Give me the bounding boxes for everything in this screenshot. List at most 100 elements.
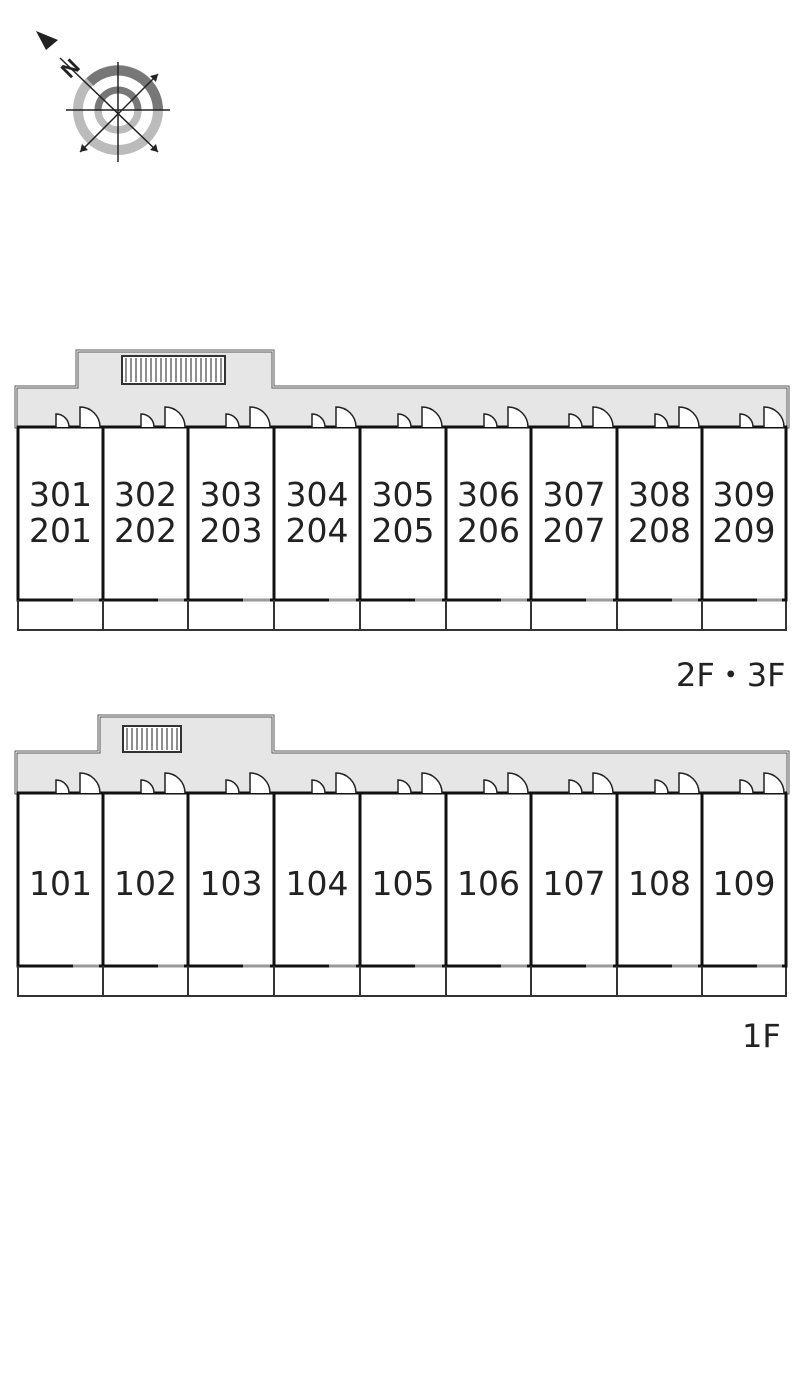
small-door-icon: [55, 779, 70, 794]
unit-number: 306: [457, 475, 520, 514]
entry-door-icon: [592, 406, 614, 428]
small-door-icon: [397, 779, 412, 794]
balcony: [17, 965, 787, 997]
entry-door-icon: [421, 406, 443, 428]
unit-number: 108: [628, 864, 691, 903]
unit-walls: [700, 791, 788, 968]
unit-number: 201: [29, 511, 92, 550]
unit-number: 105: [372, 864, 435, 903]
entry-door-icon: [79, 772, 101, 794]
unit-number: 305: [372, 475, 435, 514]
small-door-icon: [483, 413, 498, 428]
unit: 104: [272, 772, 362, 996]
small-door-icon: [483, 779, 498, 794]
small-door-icon: [140, 779, 155, 794]
unit-number: 202: [114, 511, 177, 550]
unit-number: 301: [29, 475, 92, 514]
lower-floor-plan: 101 102 103 104 105 106 107 108 109: [14, 714, 790, 997]
entry-door-icon: [763, 406, 785, 428]
unit: 105: [358, 772, 448, 996]
unit-walls: [700, 425, 788, 602]
unit-number: 307: [543, 475, 606, 514]
stairs-icon: [121, 355, 226, 385]
unit-number: 207: [543, 511, 606, 550]
unit-number: 103: [200, 864, 263, 903]
unit-number: 209: [713, 511, 776, 550]
small-door-icon: [140, 413, 155, 428]
unit: 102: [101, 772, 190, 996]
unit: 108: [615, 772, 704, 996]
unit-number: 302: [114, 475, 177, 514]
entry-door-icon: [678, 772, 700, 794]
small-door-icon: [739, 413, 754, 428]
unit-number: 304: [286, 475, 349, 514]
entry-door-icon: [507, 772, 529, 794]
entry-door-icon: [335, 772, 357, 794]
unit-number: 204: [286, 511, 349, 550]
entry-door-icon: [164, 406, 186, 428]
unit-walls: [444, 791, 533, 968]
unit-walls: [16, 791, 105, 968]
entry-door-icon: [421, 772, 443, 794]
unit-number: 308: [628, 475, 691, 514]
small-door-icon: [654, 779, 669, 794]
unit-number: 107: [543, 864, 606, 903]
small-door-icon: [568, 779, 583, 794]
balcony: [17, 599, 787, 631]
upper-floor-plan: 3012013022023032033042043052053062063072…: [14, 349, 790, 631]
small-door-icon: [654, 413, 669, 428]
entry-door-icon: [79, 406, 101, 428]
entry-door-icon: [335, 406, 357, 428]
unit-number: 303: [200, 475, 263, 514]
unit-walls: [186, 425, 276, 602]
entry-door-icon: [507, 406, 529, 428]
unit-walls: [615, 791, 704, 968]
lower-floor-label: 1F: [742, 1017, 781, 1055]
small-door-icon: [225, 779, 240, 794]
unit-walls: [529, 425, 619, 602]
entry-door-icon: [249, 406, 271, 428]
small-door-icon: [55, 413, 70, 428]
small-door-icon: [739, 779, 754, 794]
unit: 109: [700, 772, 788, 996]
unit: 101: [16, 772, 105, 996]
unit-number: 206: [457, 511, 520, 550]
unit: 106: [444, 772, 533, 996]
unit-number: 101: [29, 864, 92, 903]
unit-number: 309: [713, 475, 776, 514]
stairs-icon: [122, 725, 182, 753]
entry-door-icon: [678, 406, 700, 428]
compass-icon: N: [36, 31, 170, 162]
entry-door-icon: [164, 772, 186, 794]
unit-number: 208: [628, 511, 691, 550]
unit-walls: [358, 425, 448, 602]
stairs-outline: [121, 355, 226, 385]
unit-walls: [444, 425, 533, 602]
entry-door-icon: [592, 772, 614, 794]
unit-number: 104: [286, 864, 349, 903]
small-door-icon: [311, 413, 326, 428]
unit: 107: [529, 772, 619, 996]
unit-number: 205: [372, 511, 435, 550]
upper-floor-label: 2F・3F: [676, 656, 786, 694]
small-door-icon: [225, 413, 240, 428]
entry-door-icon: [763, 772, 785, 794]
unit-number: 109: [713, 864, 776, 903]
small-door-icon: [311, 779, 326, 794]
unit-number: 102: [114, 864, 177, 903]
small-door-icon: [397, 413, 412, 428]
small-door-icon: [568, 413, 583, 428]
unit-number: 203: [200, 511, 263, 550]
entry-door-icon: [249, 772, 271, 794]
unit-number: 106: [457, 864, 520, 903]
